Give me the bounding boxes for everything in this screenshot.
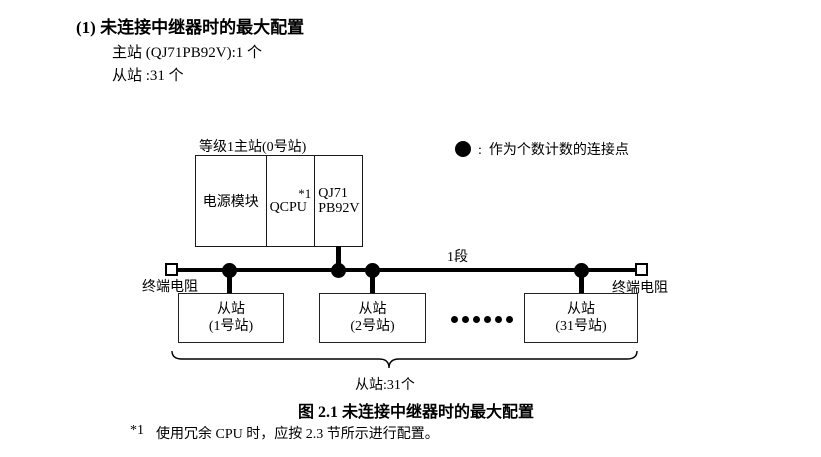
legend-label: : 作为个数计数的连接点	[478, 143, 629, 158]
slave-count-line: 从站 :31 个	[112, 68, 184, 84]
terminating-resistor-left-icon	[165, 263, 178, 276]
bus-line	[171, 268, 641, 272]
qcpu-cell: *1 QCPU	[265, 156, 315, 246]
connection-point-dot	[574, 263, 589, 278]
slave-station-box-1: 从站 (1号站)	[178, 293, 284, 343]
slave-station-box-31: 从站 (31号站)	[524, 293, 638, 343]
slave1-label-line2: (1号站)	[208, 319, 254, 334]
slave31-label-line2: (31号站)	[555, 319, 607, 334]
master-station-label: 等级1主站(0号站)	[199, 140, 307, 155]
master-bus-connector-line	[336, 246, 341, 270]
power-module-label: 电源模块	[202, 195, 259, 210]
qcpu-label: QCPU	[269, 200, 307, 215]
footnote-marker: *1	[130, 423, 144, 438]
terminating-resistor-right-icon	[635, 263, 648, 276]
slave1-label-line1: 从站	[217, 302, 245, 317]
legend: : 作为个数计数的连接点	[455, 139, 629, 159]
figure-caption: 图 2.1 未连接中继器时的最大配置	[298, 404, 535, 421]
slave2-bus-connector-line	[370, 272, 375, 294]
terminating-resistor-right-label: 终端电阻	[612, 281, 668, 296]
footnote-ref-marker: *1	[298, 186, 312, 201]
power-module-cell: 电源模块	[196, 156, 266, 246]
connection-point-dot	[222, 263, 237, 278]
pb92v-label-line1: QJ71	[318, 186, 348, 201]
section-heading: (1) 未连接中继器时的最大配置	[76, 18, 305, 37]
omitted-slaves-ellipsis-icon	[451, 316, 513, 323]
footnote: *1 使用冗余 CPU 时，应按 2.3 节所示进行配置。	[130, 423, 439, 443]
slave-group-brace	[171, 350, 638, 369]
pb92v-cell: QJ71 PB92V	[314, 156, 362, 246]
slave-station-box-2: 从站 (2号站)	[319, 293, 426, 343]
master-station-box: 电源模块 *1 QCPU QJ71 PB92V	[195, 155, 363, 247]
master-count-line: 主站 (QJ71PB92V):1 个	[112, 45, 263, 61]
segment-label: 1段	[447, 250, 468, 265]
slave31-label-line1: 从站	[567, 302, 595, 317]
slave31-bus-connector-line	[579, 272, 584, 294]
connection-point-dot	[331, 263, 346, 278]
pb92v-label-line2: PB92V	[318, 201, 360, 216]
slave2-label-line2: (2号站)	[350, 319, 395, 334]
slave-total-label: 从站:31个	[355, 378, 415, 393]
slave2-label-line1: 从站	[358, 302, 387, 317]
connection-point-icon	[455, 141, 471, 157]
terminating-resistor-left-label: 终端电阻	[142, 280, 198, 295]
connection-point-dot	[365, 263, 380, 278]
footnote-text: 使用冗余 CPU 时，应按 2.3 节所示进行配置。	[156, 427, 439, 442]
slave1-bus-connector-line	[227, 272, 232, 294]
